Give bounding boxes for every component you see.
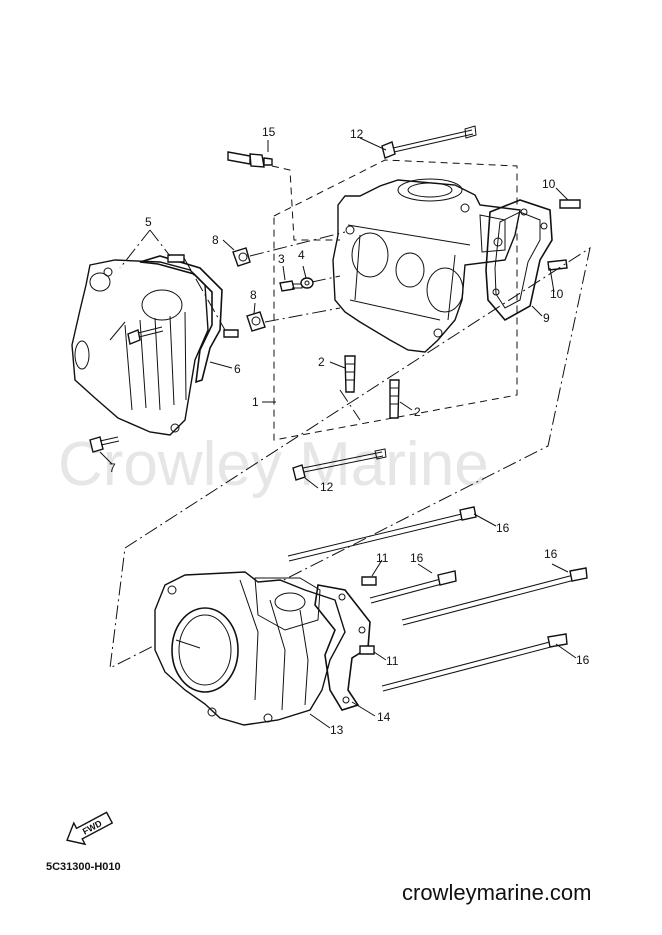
- callout-9: 9: [543, 311, 550, 325]
- callout-2-lower: 2: [414, 405, 421, 419]
- cylinder-13[interactable]: [154, 571, 346, 726]
- cylinder-head-cover[interactable]: [71, 259, 209, 436]
- stud-2-upper[interactable]: [344, 355, 356, 393]
- callout-7: 7: [109, 461, 116, 475]
- cylinder-boundary: [109, 246, 591, 669]
- stud-16-second[interactable]: [369, 570, 457, 604]
- dowel-5-upper[interactable]: [167, 254, 185, 263]
- dowel-5-lower[interactable]: [223, 329, 239, 338]
- callout-14: 14: [377, 710, 391, 724]
- watermark: Crowley Marine: [58, 430, 489, 499]
- cover-bolt[interactable]: [127, 326, 164, 345]
- cylinder-head-assembly-outline: [273, 159, 518, 441]
- stud-16-bottom[interactable]: [381, 633, 568, 692]
- callout-10-upper: 10: [542, 177, 556, 191]
- callout-16-third: 16: [544, 547, 558, 561]
- stud-16-third[interactable]: [401, 567, 588, 626]
- callout-11-lower: 11: [386, 654, 399, 668]
- callout-4: 4: [298, 248, 305, 262]
- callout-16-second: 16: [410, 551, 424, 565]
- dowel-11-lower[interactable]: [359, 645, 375, 655]
- bolt-8-lower[interactable]: [246, 311, 266, 332]
- callout-12-lower: 12: [320, 480, 334, 494]
- forward-arrow-icon: FWD: [66, 811, 114, 846]
- bolt-3[interactable]: [279, 280, 303, 292]
- stud-16-top[interactable]: [287, 506, 477, 562]
- callout-6: 6: [234, 362, 241, 376]
- callout-11-upper: 11: [376, 551, 389, 565]
- callouts: 15 12 10 10 9 8 8 3 4 5 6 2 2 1 7 12 16 …: [109, 125, 590, 737]
- bolt-8-upper[interactable]: [232, 247, 251, 267]
- callout-16-top: 16: [496, 521, 510, 535]
- leader-lines: [99, 137, 577, 729]
- bolt-12-lower[interactable]: [292, 448, 387, 481]
- dowel-10-lower[interactable]: [547, 259, 568, 271]
- site-name: crowleymarine.com: [402, 880, 592, 905]
- callout-2-upper: 2: [318, 355, 325, 369]
- callout-15: 15: [262, 125, 276, 139]
- washer-4[interactable]: [300, 277, 314, 289]
- callout-8-lower: 8: [250, 288, 257, 302]
- callout-1: 1: [252, 395, 259, 409]
- gasket-14[interactable]: [314, 584, 371, 711]
- callout-13: 13: [330, 723, 344, 737]
- spark-plug-15[interactable]: [227, 151, 273, 168]
- callout-10-lower: 10: [550, 287, 564, 301]
- callout-8-upper: 8: [212, 233, 219, 247]
- o-ring-6[interactable]: [139, 255, 223, 384]
- bolt-12-upper[interactable]: [381, 125, 477, 159]
- callout-3: 3: [278, 252, 285, 266]
- cylinder-head[interactable]: [332, 178, 521, 353]
- dowel-11-upper[interactable]: [361, 576, 377, 586]
- diagram-code: 5C31300-H010: [46, 861, 121, 873]
- callout-16-bottom: 16: [576, 653, 590, 667]
- callout-5: 5: [145, 215, 152, 229]
- callout-12-upper: 12: [350, 127, 364, 141]
- dowel-10-upper[interactable]: [559, 199, 581, 209]
- stud-2-lower[interactable]: [389, 379, 400, 419]
- bolt-7[interactable]: [89, 436, 120, 453]
